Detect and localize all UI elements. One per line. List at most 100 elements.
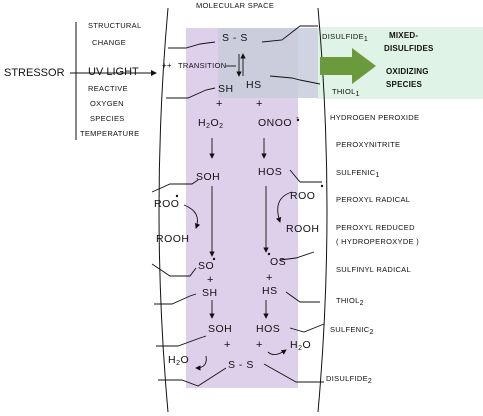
backbone-left-3 — [151, 179, 199, 193]
backbone-right-2 — [269, 75, 321, 85]
radical-dot-os — [267, 252, 271, 256]
water-left: H2O — [168, 355, 189, 367]
radical-dot-roo-left — [175, 194, 179, 198]
water-right-h: H — [290, 339, 299, 351]
hydrogen-peroxide-formula: H2O2 — [198, 118, 224, 130]
peroxynitrite-charge: - — [296, 113, 299, 122]
label-sulfenic-1-sub: 1 — [375, 172, 380, 179]
stressor-item-structural: STRUCTURAL — [88, 21, 142, 30]
label-sulfenic-1: SULFENIC1 — [336, 169, 380, 179]
label-thiol-2: THIOL2 — [336, 297, 364, 307]
sulfinyl-radical-right: OS — [270, 256, 287, 268]
h2o2-sub2: 2 — [219, 123, 224, 130]
label-peroxyl-radical: PEROXYL RADICAL — [336, 195, 411, 204]
backbone-right-6 — [289, 323, 325, 333]
h2o2-o: O — [210, 117, 220, 129]
water-right-o: O — [302, 339, 312, 351]
stressor-item-temperature: TEMPERATURE — [80, 129, 140, 138]
stressor-label: STRESSOR — [4, 67, 65, 79]
result-disulfides: DISULFIDES — [384, 44, 434, 53]
plus-3: + — [207, 274, 214, 286]
label-sulfenic-2: SULFENIC2 — [330, 326, 374, 336]
label-sulfinyl-radical: SULFINYL RADICAL — [336, 265, 411, 274]
label-hydrogen-peroxide: HYDROGEN PEROXIDE — [330, 113, 420, 122]
stressor-item-change: CHANGE — [92, 38, 126, 47]
sulfinyl-radical-left: SO — [198, 260, 215, 272]
sulfenic-hos-2: HOS — [256, 323, 281, 335]
peroxyl-radical-left: ROO — [154, 198, 180, 210]
label-sulfenic-2-sub: 2 — [369, 329, 374, 336]
disulfide-bottom: S - S — [228, 359, 254, 371]
backbone-right-5 — [285, 291, 320, 303]
label-sulfenic-2-text: SULFENIC — [330, 325, 370, 334]
plus-2: + — [256, 98, 263, 110]
thiol-hs-2: HS — [262, 285, 278, 297]
water-right-sub: 2 — [298, 345, 303, 352]
radical-dot-roo-right — [320, 184, 324, 188]
plus-4: + — [266, 272, 273, 284]
result-species: SPECIES — [386, 80, 423, 89]
water-left-o: O — [180, 354, 190, 366]
label-thiol-2-sub: 2 — [359, 300, 364, 307]
label-sulfenic-1-text: SULFENIC — [336, 168, 376, 177]
label-thiol-1-sub: 1 — [355, 91, 360, 98]
label-disulfide-1: DISULFIDE1 — [322, 33, 368, 43]
backbone-right-4 — [279, 251, 315, 261]
stressor-item-reactive: REACTIVE — [88, 84, 128, 93]
backbone-left-1 — [168, 41, 216, 49]
green-result-arrow — [320, 48, 376, 84]
backbone-left-4 — [151, 263, 197, 277]
label-thiol-1-text: THIOL — [332, 87, 356, 96]
label-hydroperoxyde: ( HYDROPEROXYDE ) — [336, 237, 420, 246]
label-peroxynitrite: PEROXYNITRITE — [336, 140, 401, 149]
backbone-right-1 — [261, 25, 318, 43]
transition-overlay — [218, 28, 318, 98]
backbone-left-2 — [166, 87, 216, 99]
thiol-sh-1: SH — [218, 83, 234, 95]
h2o2-h: H — [198, 117, 207, 129]
plus-5: + — [224, 339, 231, 351]
sulfenic-soh-2: SOH — [208, 323, 233, 335]
plus-1: + — [216, 98, 223, 110]
result-mixed: MIXED- — [389, 31, 419, 40]
h2o2-sub1: 2 — [206, 123, 211, 130]
thiol-hs-1: HS — [246, 79, 262, 91]
plus-6: + — [256, 339, 263, 351]
curve-roo-left — [183, 204, 201, 229]
sulfenic-soh-1: SOH — [196, 171, 221, 183]
sulfenic-hos-1: HOS — [258, 166, 283, 178]
transition-label: TRANSITION — [178, 61, 227, 70]
backbone-left-6 — [156, 335, 207, 347]
hydroperoxide-left: ROOH — [156, 233, 190, 245]
stressor-item-species: SPECIES — [90, 114, 125, 123]
backbone-right-3 — [289, 169, 322, 183]
backbone-left-7 — [158, 367, 227, 387]
radical-dot-so — [212, 257, 216, 261]
water-left-sub: 2 — [176, 360, 181, 367]
stressor-item-uv-light: UV LIGHT — [88, 66, 139, 78]
backbone-left-5 — [154, 293, 197, 305]
thiol-sh-2: SH — [202, 287, 218, 299]
curve-h2o-left — [195, 355, 207, 371]
curve-roo-right — [276, 191, 293, 223]
disulfide-top: S - S — [222, 32, 248, 44]
hydroperoxide-right: ROOH — [286, 223, 320, 235]
label-disulfide-2-text: DISULFIDE — [326, 374, 368, 383]
label-disulfide-2-sub: 2 — [367, 378, 373, 385]
stressor-item-oxygen: OXYGEN — [90, 99, 124, 108]
label-disulfide-1-sub: 1 — [363, 36, 369, 43]
peroxyl-radical-right: ROO — [290, 190, 316, 202]
peroxynitrite-formula: ONOO — [258, 117, 293, 129]
label-disulfide-2: DISULFIDE2 — [326, 375, 372, 385]
left-boundary — [158, 7, 169, 413]
water-left-h: H — [168, 354, 177, 366]
label-thiol-2-text: THIOL — [336, 296, 360, 305]
water-right: H2O — [290, 340, 311, 352]
result-oxidizing: OXIDIZING — [386, 67, 429, 76]
molecular-space-title: MOLECULAR SPACE — [196, 1, 275, 10]
curve-h2o-right — [267, 349, 287, 355]
radical-dot-onoo — [296, 118, 300, 122]
double-plus: ++ — [162, 61, 172, 70]
